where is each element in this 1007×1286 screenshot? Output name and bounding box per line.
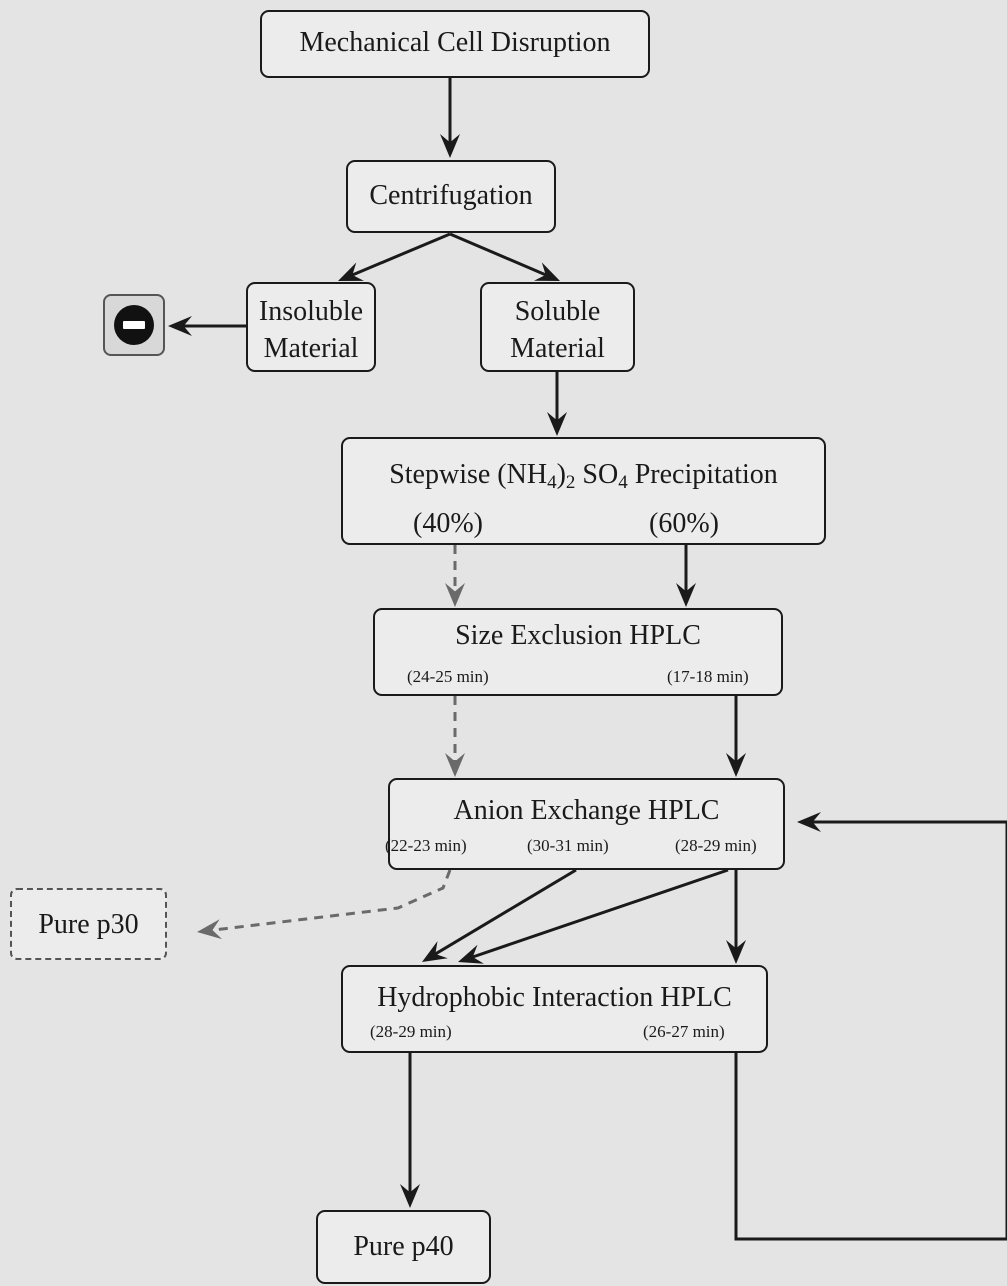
arrow-60pct-to-sec-arrowhead [676, 583, 696, 607]
ammonium-sulfate-precipitation-box: Stepwise (NH4)2 SO4 Precipitation (40%) … [341, 437, 826, 545]
arrow-layer [168, 78, 1007, 1241]
sec-left-time: (24-25 min) [407, 667, 489, 686]
arrow-insoluble-to-discard-arrowhead [168, 316, 192, 336]
arrow-sec-17min-to-anion-arrowhead [726, 753, 746, 777]
size-exclusion-title: Size Exclusion HPLC [455, 620, 701, 651]
arrow-anion-30min-to-hic-arrowhead [422, 941, 448, 962]
arrow-centrifugation-to-soluble-arrowhead [534, 262, 560, 281]
size-exclusion-hplc-box: Size Exclusion HPLC (24-25 min) (17-18 m… [373, 608, 783, 696]
arrow-anion-28min-to-hic-right-arrowhead [726, 940, 746, 964]
arrow-anion-28min-to-hic-left-arrowhead [458, 944, 484, 964]
insoluble-material-box: Insoluble Material [246, 282, 376, 372]
soluble-label-line1: Soluble [514, 296, 601, 327]
insoluble-label-line2: Material [263, 333, 359, 364]
hydrophobic-interaction-hplc-box: Hydrophobic Interaction HPLC (28-29 min)… [341, 965, 768, 1053]
arrow-hic-26min-recycle-to-anion-arrowhead [797, 812, 821, 832]
hydrophobic-interaction-title: Hydrophobic Interaction HPLC [377, 982, 732, 1013]
pure-p40-box: Pure p40 [316, 1210, 491, 1284]
mechanical-cell-disruption-box: Mechanical Cell Disruption [260, 10, 650, 78]
arrow-centrifugation-to-insoluble-line [350, 232, 451, 277]
arrow-soluble-to-precipitation-arrowhead [547, 412, 567, 436]
pure-p30-label: Pure p30 [38, 909, 139, 940]
arrow-anion-30min-to-hic-line [433, 868, 577, 957]
anion-exchange-hplc-box: Anion Exchange HPLC (22-23 min) (30-31 m… [385, 778, 785, 870]
centrifugation-label: Centrifugation [369, 180, 533, 211]
anion-exchange-title: Anion Exchange HPLC [453, 795, 720, 826]
mechanical-cell-disruption-label: Mechanical Cell Disruption [299, 27, 611, 58]
hic-left-time: (28-29 min) [370, 1022, 452, 1041]
centrifugation-box: Centrifugation [346, 160, 556, 233]
soluble-material-box: Soluble Material [480, 282, 635, 372]
insoluble-label-line1: Insoluble [258, 296, 364, 327]
stop-bar [123, 321, 145, 329]
anion-left-time: (22-23 min) [385, 836, 467, 855]
arrow-centrifugation-to-insoluble-arrowhead [338, 262, 364, 281]
anion-mid-time: (30-31 min) [527, 836, 609, 855]
arrow-anion-22min-to-pure-p30-arrowhead [197, 919, 223, 940]
arrow-anion-28min-to-hic-left-line [470, 868, 729, 959]
arrow-sec-24min-to-anion-arrowhead [445, 753, 465, 777]
pure-p40-label: Pure p40 [353, 1231, 454, 1262]
pure-p30-box: Pure p30 [10, 888, 167, 960]
stop-disc [114, 305, 154, 345]
arrow-anion-22min-to-pure-p30-line [210, 869, 452, 932]
arrow-40pct-to-sec-arrowhead [445, 583, 465, 607]
precipitation-title: Stepwise (NH4)2 SO4 Precipitation [389, 459, 778, 493]
fraction-60-label: (60%) [649, 508, 719, 539]
anion-right-time: (28-29 min) [675, 836, 757, 855]
hic-right-time: (26-27 min) [643, 1022, 725, 1041]
soluble-label-line2: Material [510, 333, 605, 364]
discard-stop-icon [103, 294, 165, 356]
fraction-40-label: (40%) [413, 508, 483, 539]
arrow-hic-26min-recycle-to-anion-line [734, 820, 1007, 1241]
arrow-hic-28min-to-pure-p40-arrowhead [400, 1184, 420, 1208]
sec-right-time: (17-18 min) [667, 667, 749, 686]
arrow-centrifugation-to-soluble-line [449, 232, 548, 277]
arrow-disruption-to-centrifugation-arrowhead [440, 134, 460, 158]
